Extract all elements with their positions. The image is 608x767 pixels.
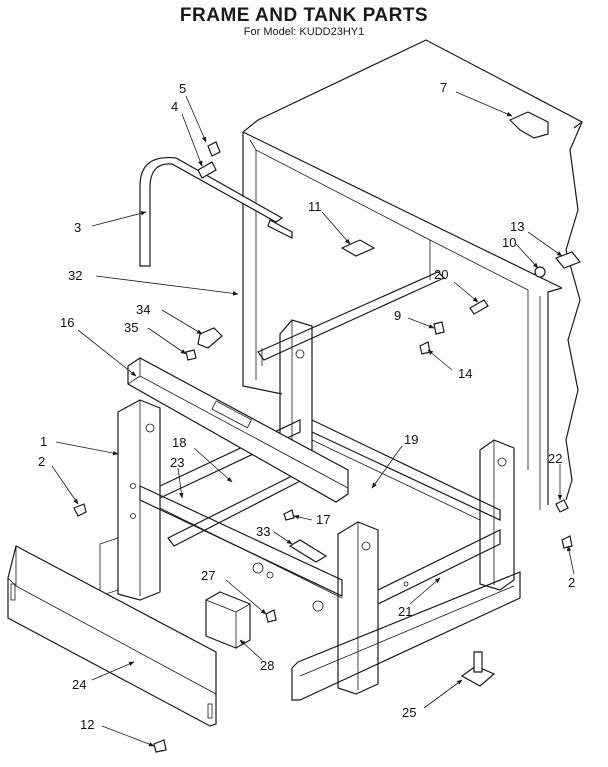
model-subtitle: For Model: KUDD23HY1: [243, 26, 365, 38]
part-24-panel: [7, 545, 217, 727]
callout-2-left: 2: [38, 454, 45, 469]
part-20-pin: [469, 299, 489, 315]
part-35-screw: [185, 349, 197, 361]
part-16-rail: [127, 357, 349, 503]
callout-20: 20: [434, 267, 448, 282]
part-2-screw-left: [73, 503, 87, 517]
callout-17: 17: [316, 512, 330, 527]
callout-35: 35: [124, 320, 138, 335]
part-11-bracket: [340, 239, 376, 257]
part-14-screw: [419, 341, 431, 355]
part-9-screw: [433, 321, 445, 335]
callout-24: 24: [72, 677, 86, 692]
part-25-leg: [460, 651, 496, 687]
callout-3: 3: [74, 220, 81, 235]
part-2-screw-right: [561, 535, 573, 549]
callout-9: 9: [394, 308, 401, 323]
callout-18: 18: [172, 435, 186, 450]
part-34-switch: [197, 327, 223, 349]
callout-28: 28: [260, 658, 274, 673]
callout-13: 13: [510, 219, 524, 234]
part-12-screw: [153, 739, 167, 753]
part-33-block: [288, 539, 328, 563]
callout-12: 12: [80, 717, 94, 732]
callout-34: 34: [136, 302, 150, 317]
callout-1: 1: [40, 434, 47, 449]
part-10-nut: [534, 266, 546, 278]
callout-2-right: 2: [568, 575, 575, 590]
callout-14: 14: [458, 366, 472, 381]
callout-21: 21: [398, 604, 412, 619]
callout-10: 10: [502, 235, 516, 250]
callout-labels: 5 4 3 7 11 13 10 20 9 14 32 34 35 16 1 2…: [38, 80, 575, 732]
part-7-bracket: [508, 111, 549, 139]
leader-lines: [51, 91, 575, 747]
part-22-screw: [555, 499, 569, 513]
callout-5: 5: [179, 81, 186, 96]
callout-27: 27: [201, 568, 215, 583]
part-5-screw: [207, 141, 221, 157]
part-3-arm: [139, 156, 293, 267]
diagram-title: FRAME AND TANK PARTS: [179, 5, 429, 26]
callout-11: 11: [308, 199, 322, 214]
part-17-screw: [283, 509, 295, 521]
callout-4: 4: [171, 99, 178, 114]
callout-25: 25: [402, 705, 416, 720]
part-28-box: [205, 591, 251, 649]
part-27-screw: [265, 609, 277, 623]
callout-32: 32: [68, 268, 82, 283]
callout-7: 7: [440, 80, 447, 95]
tank: [242, 39, 584, 510]
part-4-clip: [197, 161, 217, 179]
callout-22: 22: [548, 451, 562, 466]
callout-16: 16: [60, 315, 74, 330]
callout-33: 33: [256, 524, 270, 539]
callout-19: 19: [404, 432, 418, 447]
callout-23: 23: [170, 455, 184, 470]
